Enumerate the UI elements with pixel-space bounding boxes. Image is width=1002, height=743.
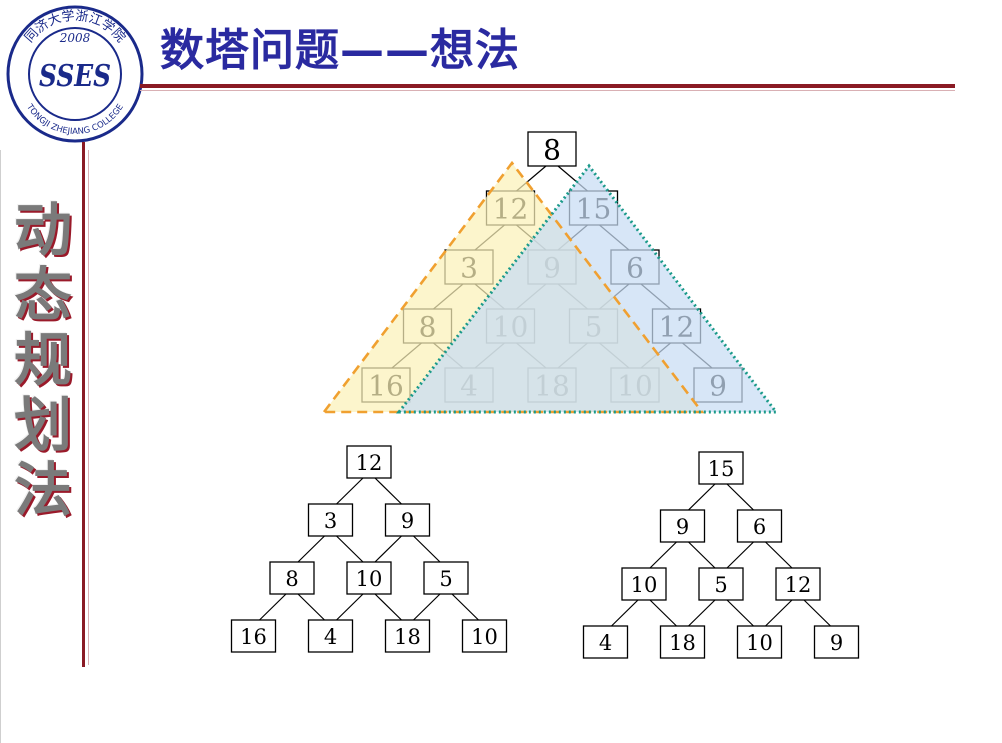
right-subtower-node-value: 5 [714, 573, 727, 597]
side-rule-shadow [88, 150, 89, 665]
tower-edge [451, 593, 479, 621]
tower-edge [649, 541, 677, 569]
tower-edge [688, 599, 716, 627]
title-rule [140, 84, 955, 88]
right-subtower-node-value: 10 [746, 631, 773, 655]
right-subtower-node-box [736, 509, 783, 543]
left-subtower-node-value: 3 [324, 509, 337, 533]
left-subtower-node-value: 5 [439, 567, 452, 591]
slide-title: 数塔问题——想法 [160, 25, 520, 76]
logo-year: 2008 [59, 31, 91, 45]
side-title-char: 法 [13, 456, 72, 524]
right-subtower-node-box [659, 509, 706, 543]
right-subtower-node-value: 10 [631, 573, 658, 597]
left-subtower-node-box [461, 619, 508, 653]
left-subtower-node-value: 18 [394, 625, 421, 649]
side-rule [82, 142, 85, 667]
tower-edge [688, 483, 716, 511]
left-subtower-node-box [384, 503, 431, 537]
right-subtower-node-value: 9 [676, 515, 689, 539]
left-subtower-node-box [307, 503, 354, 537]
title-rule-shadow [140, 90, 955, 91]
right-subtower-node-box [698, 567, 744, 601]
side-title-char: 态 [13, 261, 72, 329]
right-subtower-node-value: 18 [669, 631, 696, 655]
tower-edge [336, 535, 364, 563]
right-subtower-node-box [582, 625, 629, 659]
tower-edge [413, 535, 441, 563]
left-subtower-node-value: 9 [401, 509, 414, 533]
tower-edge [765, 541, 793, 569]
tower-edge [374, 593, 402, 621]
logo-inner-ring [28, 27, 122, 121]
left-subtower-node-box [346, 561, 392, 595]
left-subtower-node-box [269, 561, 315, 595]
left-subtower-node-value: 16 [240, 625, 267, 649]
tower-edge [765, 599, 793, 627]
tower-edge [336, 477, 364, 505]
tower-edge [336, 593, 364, 621]
side-title-char: 动 [13, 196, 72, 264]
tower-edge [649, 599, 677, 627]
left-edge-line [0, 150, 1, 743]
right-subtower-node-box [698, 451, 744, 485]
right-subtower-node-value: 15 [708, 457, 735, 481]
left-subtower-node-value: 4 [324, 625, 337, 649]
main-tower: 8121539681051216418109 [321, 131, 780, 414]
side-title-char: 规 [13, 326, 72, 394]
left-subtree-outline [321, 160, 705, 414]
tower-edge [726, 483, 754, 511]
tower-edge [297, 535, 325, 563]
left-subtower-node-value: 10 [471, 625, 498, 649]
right-subtower-node-box [813, 625, 860, 659]
right-subtower-node-box [736, 625, 783, 659]
right-subtower: 15 9 6 10 5 12 4 18 10 9 [582, 451, 860, 659]
tower-edge [297, 593, 325, 621]
right-subtree-outline [395, 163, 780, 414]
right-subtower-node-box [775, 567, 821, 601]
right-subtower-node-value: 9 [830, 631, 843, 655]
left-subtower-node-box [384, 619, 431, 653]
left-subtower-node-value: 12 [356, 451, 383, 475]
tower-edge [374, 535, 402, 563]
left-subtower: 12 3 9 8 10 5 16 4 18 10 [230, 445, 508, 653]
left-subtower-node-box [423, 561, 469, 595]
tower-edge [259, 593, 287, 621]
side-title-char: 划 [13, 391, 72, 459]
right-subtower-node-value: 6 [753, 515, 766, 539]
right-subtower-node-value: 4 [599, 631, 612, 655]
left-subtower-node-value: 10 [356, 567, 383, 591]
logo-emblem-text: SSES [39, 59, 111, 94]
right-subtower-node-box [621, 567, 667, 601]
tower-edge [413, 593, 441, 621]
main-tower-node-box [527, 131, 577, 167]
right-subtree-highlight [399, 166, 776, 412]
tower-edge [726, 599, 754, 627]
left-subtower-node-box [230, 619, 277, 653]
left-subtower-node-box [307, 619, 354, 653]
side-title: 动 态 规 划 法 [10, 198, 76, 523]
left-subtower-node-box [346, 445, 392, 479]
left-subtower-node-value: 8 [285, 567, 298, 591]
college-logo: 同济大学浙江学院 TONGJI ZHEJIANG COLLEGE 2008 SS… [6, 5, 144, 143]
tower-edge [726, 541, 754, 569]
tower-edge [803, 599, 831, 627]
tower-edge [374, 477, 402, 505]
tower-edge [611, 599, 639, 627]
right-subtower-node-box [659, 625, 706, 659]
main-tower-node-value: 8 [543, 134, 561, 167]
right-subtower-node-value: 12 [785, 573, 812, 597]
tower-edge [688, 541, 716, 569]
